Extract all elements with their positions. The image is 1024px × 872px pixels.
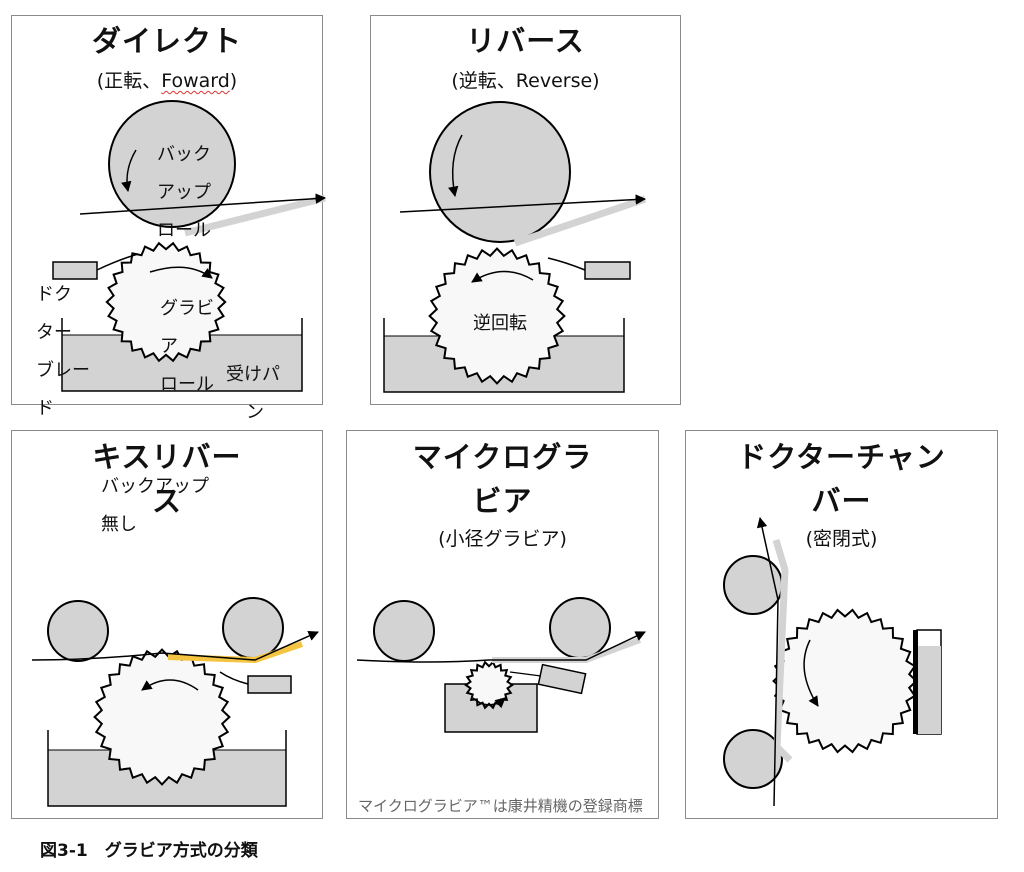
label-backup-roll: バック アップ ロール bbox=[157, 136, 211, 250]
label-pan-1: 受けパ bbox=[226, 364, 280, 385]
chamber-ink bbox=[917, 646, 941, 734]
direct-blade-line bbox=[96, 253, 139, 271]
chamber-gravure-roll bbox=[772, 608, 918, 754]
subtitle-direct-post: ) bbox=[229, 70, 238, 92]
kiss-web bbox=[31, 631, 319, 661]
kiss-guide-roll-left bbox=[47, 600, 109, 662]
reverse-rotation-arrow-bottom bbox=[471, 270, 534, 283]
label-backup-roll-1: バック bbox=[157, 144, 211, 165]
title-reverse: リバース bbox=[466, 24, 585, 58]
panel-direct bbox=[11, 15, 323, 405]
label-no-backup-1: バックアップ bbox=[101, 476, 209, 497]
subtitle-chamber: (密閉式) bbox=[805, 528, 878, 550]
label-doctor-blade-1: ドク bbox=[36, 284, 72, 305]
micro-guide-roll-left bbox=[373, 600, 435, 662]
panel-reverse bbox=[370, 15, 681, 405]
label-no-backup-2: 無し bbox=[101, 514, 137, 535]
label-gravure-roll-1: グラビ bbox=[160, 298, 214, 319]
panel-microgravure bbox=[346, 430, 659, 819]
direct-web-coating bbox=[184, 194, 326, 237]
label-doctor-blade-3: ブレー bbox=[36, 360, 90, 381]
direct-doctor-blade bbox=[52, 261, 98, 280]
kiss-guide-roll-right bbox=[222, 597, 284, 659]
reverse-rotation-arrow-top bbox=[448, 134, 463, 198]
direct-rotation-arrow-top bbox=[121, 149, 137, 193]
direct-backup-roll bbox=[108, 100, 236, 228]
reverse-gravure-roll bbox=[428, 247, 566, 385]
micro-web bbox=[356, 631, 646, 663]
figure-caption: 図3-1 グラビア方式の分類 bbox=[40, 841, 258, 861]
chamber-web bbox=[756, 516, 779, 807]
title-micro-line1: マイクログラ bbox=[412, 440, 593, 474]
label-doctor-blade-4: ド bbox=[36, 398, 54, 419]
panel-kiss-reverse bbox=[11, 430, 323, 819]
reverse-blade-line bbox=[547, 257, 586, 271]
direct-web bbox=[79, 193, 327, 215]
label-pan-2: ン bbox=[246, 402, 264, 423]
direct-gravure-roll bbox=[105, 241, 227, 363]
reverse-doctor-blade bbox=[584, 261, 631, 280]
label-backup-roll-2: アップ bbox=[157, 182, 211, 203]
reverse-pan-walls bbox=[383, 318, 625, 393]
label-gravure-roll-3: ロール bbox=[160, 374, 214, 395]
label-gravure-roll-2: ア bbox=[160, 336, 178, 357]
reverse-web bbox=[399, 194, 647, 213]
subtitle-direct-pre: (正転、 bbox=[96, 70, 162, 92]
subtitle-micro: (小径グラビア) bbox=[438, 528, 567, 550]
chamber-guide-roll-top bbox=[723, 555, 783, 615]
kiss-gravure-roll bbox=[93, 648, 231, 786]
direct-rotation-arrow-bottom bbox=[149, 266, 213, 279]
label-doctor-blade-2: ター bbox=[36, 322, 72, 343]
reverse-web-coating bbox=[513, 195, 647, 247]
label-no-backup: バックアップ 無し bbox=[101, 468, 209, 544]
micro-doctor-blade bbox=[537, 663, 587, 695]
panel-doctor-chamber bbox=[685, 430, 998, 819]
subtitle-direct: (正転、Foward) bbox=[11, 66, 323, 93]
title-micro-line2: ビア bbox=[472, 484, 533, 518]
chamber-rotation-arrow bbox=[803, 639, 819, 707]
micro-blade-line bbox=[509, 671, 542, 677]
trademark-note: マイクログラビア™は康井精機の登録商標 bbox=[358, 797, 643, 815]
kiss-rotation-arrow bbox=[141, 679, 199, 691]
label-backup-roll-3: ロール bbox=[157, 220, 211, 241]
direct-pan-walls bbox=[61, 318, 303, 392]
subtitle-direct-word: Foward bbox=[161, 70, 230, 92]
label-gravure-roll: グラビ ア ロール bbox=[160, 290, 214, 404]
title-chamber-line1: ドクターチャン bbox=[737, 440, 946, 474]
reverse-backup-roll bbox=[429, 101, 571, 243]
micro-rotation-arrow bbox=[472, 697, 506, 709]
title-kiss-line1: キスリバー bbox=[92, 440, 242, 474]
chamber-blade-wall bbox=[913, 630, 918, 734]
title-kiss-line2: ス bbox=[151, 484, 182, 518]
title-direct: ダイレクト bbox=[91, 24, 242, 58]
label-pan: 受けパ ン bbox=[226, 356, 280, 432]
kiss-doctor-blade bbox=[247, 675, 292, 694]
chamber-guide-roll-bottom bbox=[723, 729, 783, 789]
label-reverse-rotation: 逆回転 bbox=[473, 313, 527, 334]
kiss-blade-line bbox=[219, 671, 249, 685]
chamber-coating bbox=[772, 538, 793, 763]
title-chamber-line2: バー bbox=[811, 484, 872, 518]
subtitle-reverse: (逆転、Reverse) bbox=[451, 70, 600, 92]
label-doctor-blade: ドク ター ブレー ド bbox=[36, 276, 90, 428]
micro-guide-roll-right bbox=[549, 597, 611, 659]
kiss-pan-walls bbox=[47, 730, 287, 807]
